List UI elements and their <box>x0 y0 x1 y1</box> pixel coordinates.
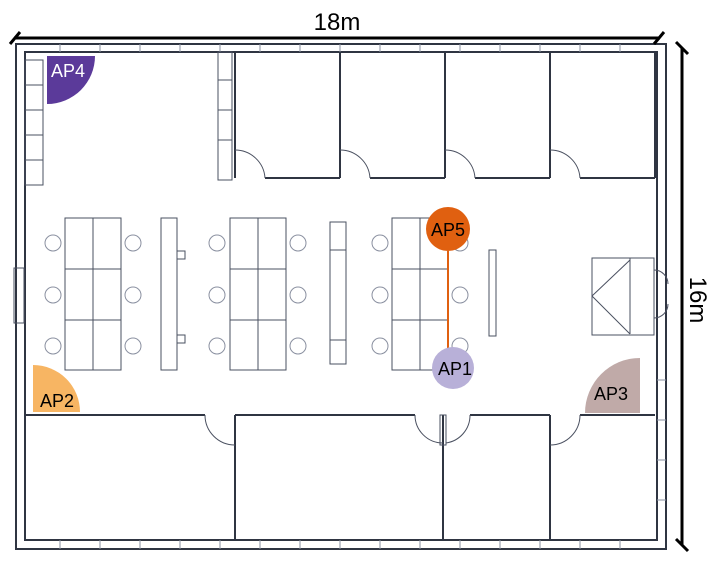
ap1-label: AP1 <box>438 359 472 379</box>
ap4-label: AP4 <box>51 61 85 81</box>
height-label: 16m <box>684 277 711 324</box>
ap3-marker: AP3 <box>585 358 640 413</box>
ap3-label: AP3 <box>594 384 628 404</box>
ap2-label: AP2 <box>40 391 74 411</box>
dimension-width: 18m <box>8 9 666 45</box>
ap5-marker: AP5 <box>426 207 470 350</box>
left-shelving <box>24 59 44 186</box>
dimension-height: 16m <box>674 40 711 553</box>
ap5-label: AP5 <box>431 220 465 240</box>
ap2-marker: AP2 <box>33 365 80 412</box>
top-offices <box>217 51 656 181</box>
ap4-marker: AP4 <box>47 56 95 104</box>
workstations <box>44 217 497 371</box>
stair-box <box>591 257 669 336</box>
ap1-marker: AP1 <box>432 347 474 389</box>
bottom-offices <box>25 414 655 540</box>
width-label: 18m <box>314 9 361 36</box>
